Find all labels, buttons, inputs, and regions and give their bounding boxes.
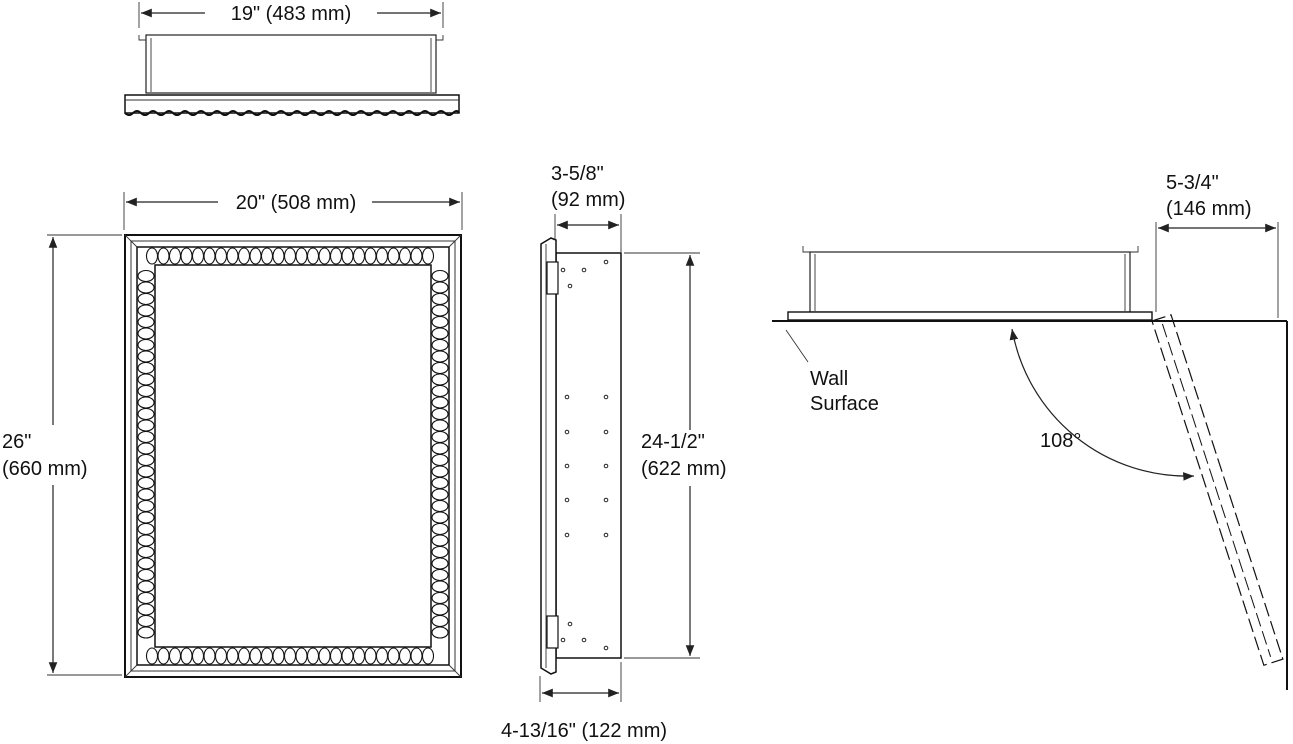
mount-hole: [603, 429, 609, 435]
ornament-oval: [421, 647, 435, 665]
mount-hole: [581, 267, 587, 273]
mirror-frame-ornament-band: [136, 246, 450, 666]
mount-hole: [603, 532, 609, 538]
swing-angle-label: 108°: [1040, 430, 1081, 452]
mount-hole: [564, 463, 570, 469]
mount-hole: [581, 637, 587, 643]
front-width-label: 20" (508 mm): [236, 192, 356, 214]
swing-angle-arc: [1009, 328, 1195, 481]
swing-cabinet-box: [809, 251, 1131, 313]
mount-hole: [564, 394, 570, 400]
side-depth-label-1: 3-5/8": [551, 163, 604, 185]
mount-hole: [603, 463, 609, 469]
mount-hole: [564, 429, 570, 435]
top-view: 19" (483 mm): [124, 2, 460, 116]
mirror-frame-bevel: [130, 240, 456, 672]
side-hinge-bottom: [546, 615, 559, 649]
side-door-profile: [540, 237, 557, 675]
swing-view: 5-3/4" (146 mm) Wall Surface 108°: [772, 172, 1288, 690]
wall-leader-line: [785, 329, 809, 363]
side-overall-depth-label: 4-13/16" (122 mm): [501, 720, 667, 742]
frame-miter-br: [448, 664, 462, 678]
swing-door-outline: [1151, 314, 1284, 667]
swing-door-centerline: [1161, 323, 1272, 657]
frame-miter-tr: [448, 234, 462, 248]
mirror-frame-ornament: [137, 247, 449, 665]
mount-hole: [564, 497, 570, 503]
clearance-label-2: (146 mm): [1166, 198, 1252, 220]
front-height-label-2: (660 mm): [2, 458, 88, 480]
side-height-label-1: 24-1/2": [641, 431, 705, 453]
mirror-glass: [154, 264, 432, 648]
ornament-oval: [137, 626, 155, 639]
mount-hole: [567, 283, 573, 289]
mount-hole: [564, 532, 570, 538]
mount-hole: [567, 621, 573, 627]
ornament-oval: [431, 626, 449, 639]
side-view: 3-5/8" (92 mm) 24-1/2" (622 mm) 4-13/16"…: [501, 163, 727, 742]
top-width-label: 19" (483 mm): [231, 3, 351, 25]
mount-hole: [603, 645, 609, 651]
wall-label-1: Wall: [810, 368, 848, 390]
wall-label-2: Surface: [810, 393, 879, 415]
frame-miter-tl: [124, 234, 138, 248]
side-hinge-top: [546, 261, 559, 295]
top-box-body: [145, 34, 437, 94]
frame-miter-bl: [124, 664, 138, 678]
front-height-label-1: 26": [2, 431, 31, 453]
side-height-label-2: (622 mm): [641, 458, 727, 480]
clearance-label-1: 5-3/4": [1166, 172, 1219, 194]
mount-hole: [603, 259, 609, 265]
top-box-flanges: [138, 35, 444, 41]
swing-box-flanges: [802, 246, 1139, 253]
mount-hole: [560, 637, 566, 643]
side-cabinet-box: [555, 252, 622, 659]
swing-open-door: [1151, 314, 1284, 667]
mount-hole: [603, 497, 609, 503]
mount-hole: [560, 267, 566, 273]
swing-frame: [787, 311, 1153, 321]
side-depth-label-2: (92 mm): [551, 189, 625, 211]
top-frame-ornament: [124, 110, 460, 116]
mount-hole: [603, 394, 609, 400]
side-mount-holes: [560, 259, 609, 651]
ornament-oval: [421, 247, 435, 265]
front-view: 20" (508 mm) 26" (660 mm): [2, 192, 463, 678]
